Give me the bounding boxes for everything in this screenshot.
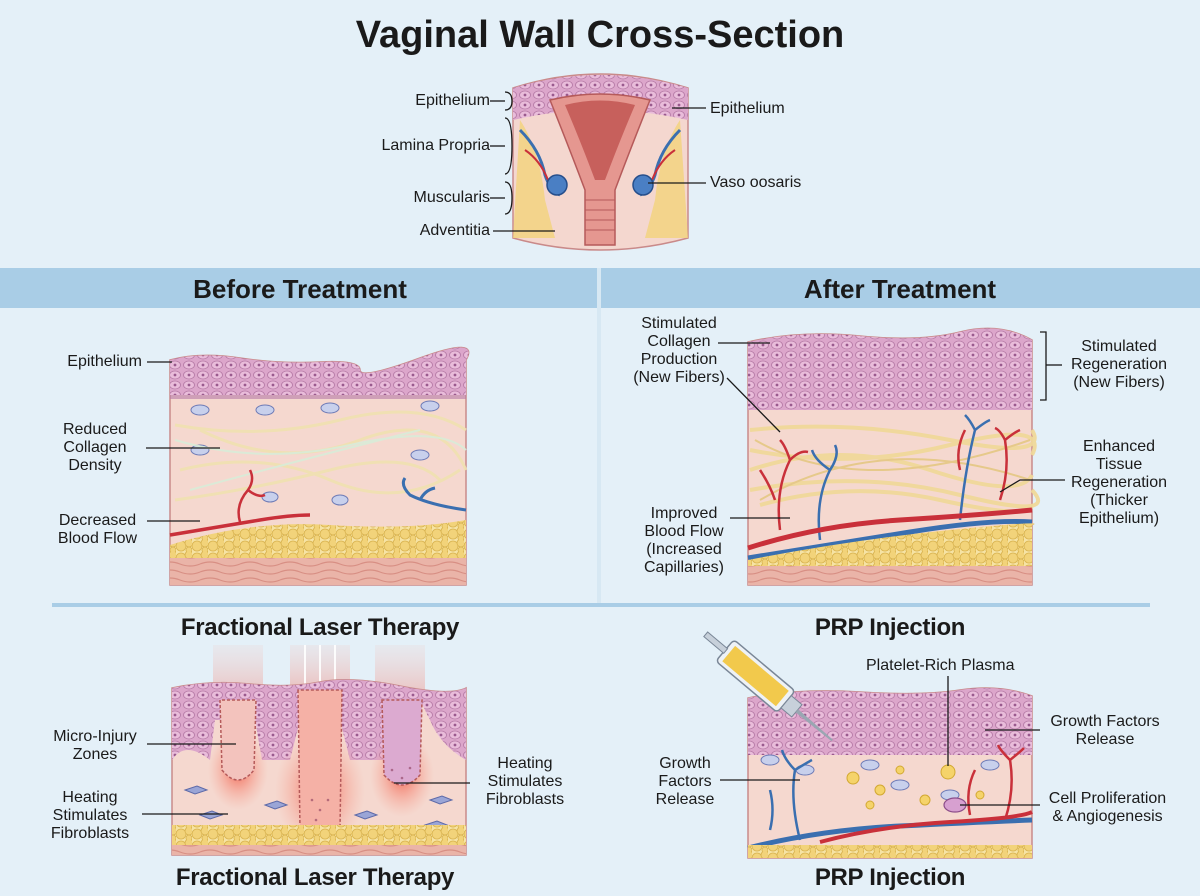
top-label-epithelium-left: Epithelium [415,92,490,109]
top-label-epithelium-right: Epithelium [710,100,785,117]
section-divider [597,268,601,603]
top-leader-lines [490,91,706,232]
syringe-icon [703,631,833,742]
before-label-epithelium: Epithelium [67,353,142,370]
after-leader-lines [718,331,1065,519]
page-title: Vaginal Wall Cross-Section [355,14,845,56]
uterus-cross-section [512,73,689,251]
before-leader-lines [146,361,220,522]
top-label-adventitia: Adventitia [419,222,490,239]
top-label-muscularis: Muscularis [413,189,490,206]
before-heading: Before Treatment [193,274,407,304]
laser-heading: Fractional Laser Therapy [180,614,460,641]
horizontal-divider [52,603,1150,607]
prp-label-plasma: Platelet-Rich Plasma [866,657,1015,674]
after-heading: After Treatment [803,274,997,304]
laser-leader-lines [142,743,470,815]
prp-caption: PRP Injection [814,864,966,891]
top-label-vaso: Vaso oosaris [710,174,802,191]
prp-leader-lines [720,676,1040,806]
laser-caption: Fractional Laser Therapy [175,864,455,891]
prp-label-cell-proliferation: Cell Proliferation& Angiogenesis [1048,790,1167,825]
top-label-lamina-propria: Lamina Propria [381,137,491,154]
after-tissue-block [747,327,1040,586]
prp-heading: PRP Injection [814,614,966,641]
laser-tissue-block [171,645,467,856]
before-tissue-block [169,346,470,586]
